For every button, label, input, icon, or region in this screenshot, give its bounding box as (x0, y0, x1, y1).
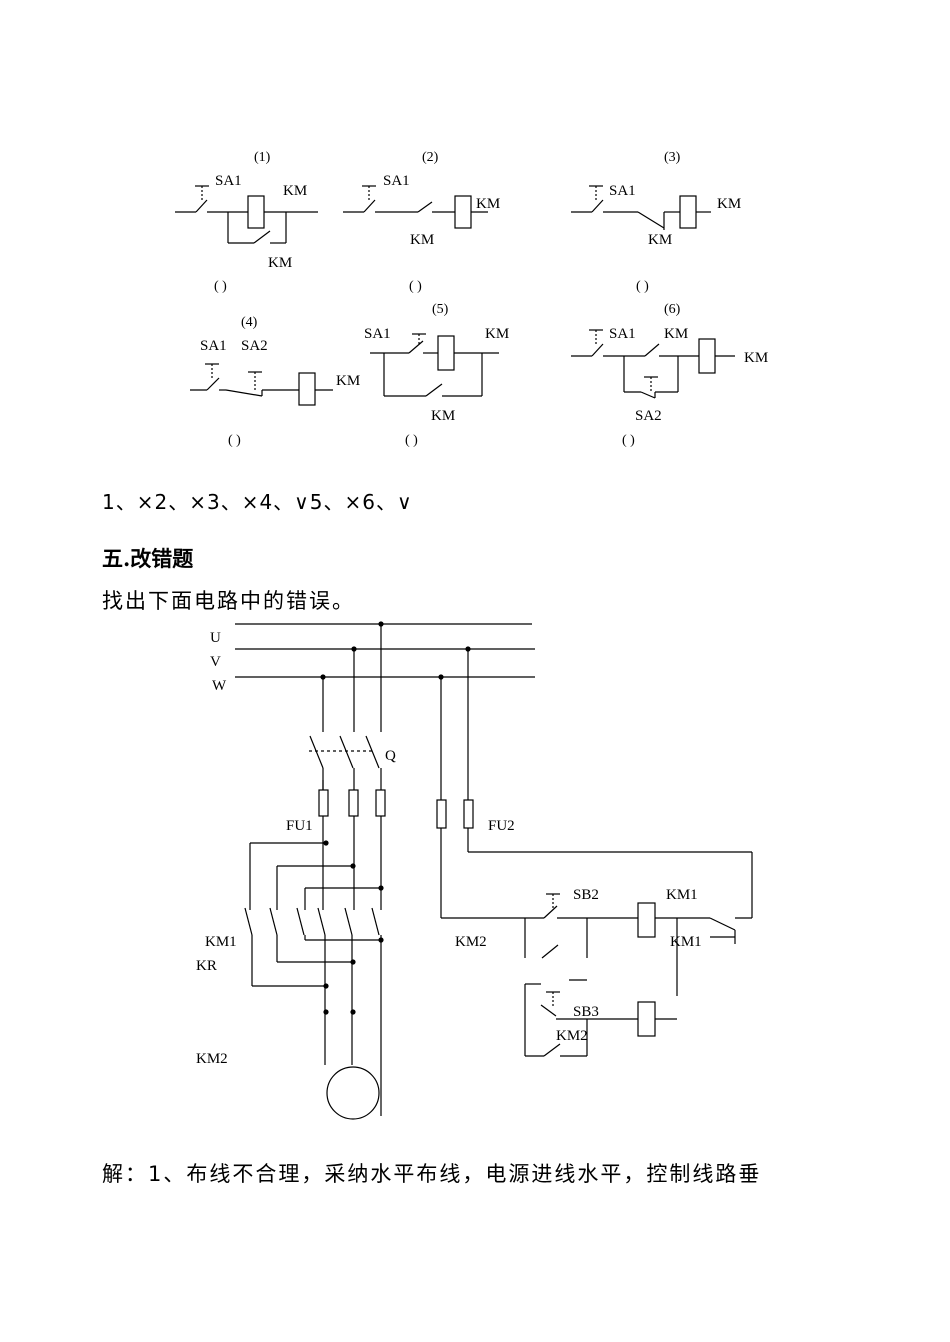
diagram-4-label-km-coil: KM (336, 373, 360, 389)
diagram-3-label-km-coil: KM (717, 196, 741, 212)
diagram-1-label-sa1: SA1 (215, 173, 242, 189)
diagram-2-label-km-coil: KM (476, 196, 500, 212)
diagram-5-answer-paren: ( ) (405, 433, 418, 448)
diagram-2-coil (454, 195, 472, 229)
fuse-fu1-2 (348, 789, 359, 817)
diagram-6-answer-paren: ( ) (622, 433, 635, 448)
diagram-4: (4) SA1 SA2 KM ( ) (190, 315, 360, 448)
main-contact-km1-label: KM1 (205, 934, 237, 950)
interlock-km1-label: KM1 (670, 934, 702, 950)
diagram-3-number: (3) (664, 150, 681, 165)
diagram-5-label-km-coil: KM (485, 326, 509, 342)
coil-km2 (637, 1001, 656, 1037)
diagram-5-number: (5) (432, 302, 449, 317)
diagram-2-answer-paren: ( ) (409, 279, 422, 294)
diagram-2-label-sa1: SA1 (383, 173, 410, 189)
motor-symbol (326, 1066, 380, 1120)
diagram-1-coil (247, 195, 265, 229)
answer-line: 1、×2、×3、×4、∨5、×6、∨ (102, 490, 413, 514)
diagram-6-label-sa1: SA1 (609, 326, 636, 342)
motor-control-circuit: U V W Q FU1 (196, 621, 753, 1120)
control-km2-label: KM2 (455, 934, 487, 950)
fuse-fu2-2 (463, 799, 474, 829)
diagram-3-answer-paren: ( ) (636, 279, 649, 294)
switch-q-label: Q (385, 748, 396, 764)
button-sb3-label: SB3 (573, 1004, 599, 1020)
diagram-6-number: (6) (664, 302, 681, 317)
thermal-relay-kr-label: KR (196, 958, 217, 974)
diagram-5: (5) SA1 KM KM ( ) (364, 302, 509, 448)
fuse-fu2-1 (436, 799, 447, 829)
section-heading: 五.改错题 (102, 546, 194, 571)
fuse-fu1-3 (375, 789, 386, 817)
phase-u-label: U (210, 630, 221, 646)
diagram-5-label-sa1: SA1 (364, 326, 391, 342)
coil-km1-label: KM1 (666, 887, 698, 903)
diagram-5-coil (437, 335, 455, 371)
main-contact-km2-label: KM2 (196, 1051, 228, 1067)
diagram-6-label-km-contact: KM (664, 326, 688, 342)
diagram-4-label-sa1: SA1 (200, 338, 227, 354)
diagram-3-label-km-contact: KM (648, 232, 672, 248)
button-sb2-label: SB2 (573, 887, 599, 903)
diagram-1-label-km-contact: KM (268, 255, 292, 271)
diagram-1: (1) SA1 KM KM ( ) (175, 150, 318, 294)
diagram-4-number: (4) (241, 315, 258, 330)
phase-v-label: V (210, 654, 221, 670)
fuse-fu1-label: FU1 (286, 818, 313, 834)
diagram-6-label-sa2: SA2 (635, 408, 662, 424)
diagram-4-label-sa2: SA2 (241, 338, 268, 354)
diagram-3-coil (679, 195, 697, 229)
diagram-6: (6) SA1 KM KM SA2 ( ) (571, 302, 768, 448)
holding-km2-label: KM2 (556, 1028, 588, 1044)
diagram-4-answer-paren: ( ) (228, 433, 241, 448)
diagram-3-label-sa1: SA1 (609, 183, 636, 199)
diagram-2-number: (2) (422, 150, 439, 165)
coil-km1 (637, 902, 656, 938)
question-prompt: 找出下面电路中的错误。 (102, 589, 355, 613)
fuse-fu2-label: FU2 (488, 818, 515, 834)
diagram-2-label-km-contact: KM (410, 232, 434, 248)
diagram-3: (3) SA1 KM KM ( ) (571, 150, 741, 294)
diagram-5-label-km-contact: KM (431, 408, 455, 424)
diagram-6-coil (698, 338, 716, 374)
solution-text: 解：1、布线不合理，采纳水平布线，电源进线水平，控制线路垂 (102, 1162, 762, 1186)
diagram-1-answer-paren: ( ) (214, 279, 227, 294)
diagram-4-coil (298, 372, 316, 406)
control-diagrams-figure: (1) SA1 KM KM ( ) (2) SA1 KM KM ( (175, 150, 768, 448)
diagram-2: (2) SA1 KM KM ( ) (343, 150, 500, 294)
fuse-fu1-1 (318, 789, 329, 817)
diagram-6-label-km-coil: KM (744, 350, 768, 366)
phase-w-label: W (212, 678, 227, 694)
diagram-1-number: (1) (254, 150, 271, 165)
diagram-1-label-km-coil: KM (283, 183, 307, 199)
